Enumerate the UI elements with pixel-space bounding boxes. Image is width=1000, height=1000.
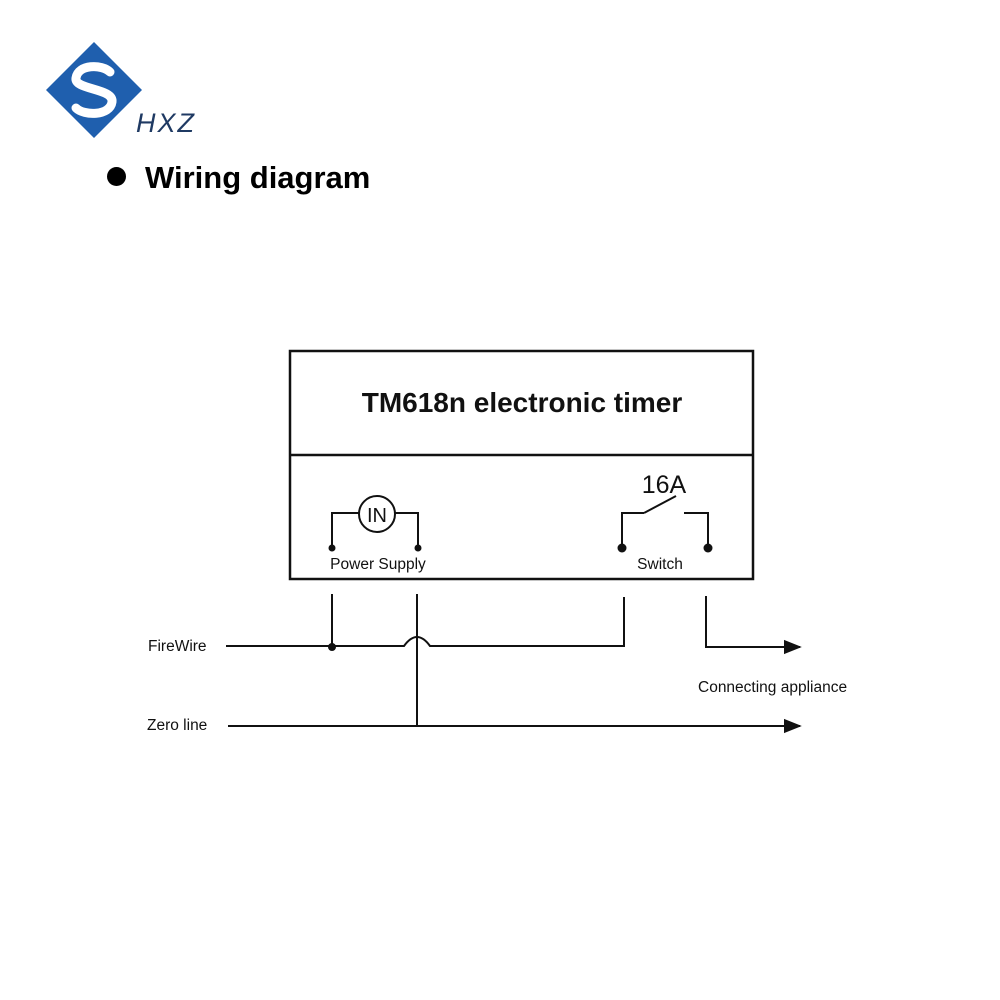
timer-title: TM618n electronic timer (362, 387, 683, 418)
switch-terminal-left (617, 543, 627, 553)
section-title: Wiring diagram (145, 160, 371, 195)
brand-name: HXZ (136, 108, 196, 138)
switch-label: Switch (637, 556, 683, 573)
zero-line-label: Zero line (147, 717, 207, 734)
timer-box (288, 349, 755, 581)
switch-rating: 16A (642, 471, 687, 499)
firewire-line (226, 597, 625, 647)
appliance-line (705, 596, 802, 655)
external-wiring (226, 594, 802, 734)
power-supply-label: Power Supply (330, 556, 426, 573)
switch-terminal-right (703, 543, 713, 553)
bullet-icon (107, 167, 126, 186)
firewire-junction (328, 643, 336, 651)
power-supply-symbol (331, 495, 419, 547)
power-terminal-right (414, 544, 422, 552)
switch-symbol (621, 495, 709, 547)
power-terminal-left (328, 544, 336, 552)
appliance-label: Connecting appliance (698, 679, 847, 696)
hxz-logo-icon (46, 42, 142, 138)
motor-symbol-label: IN (367, 505, 387, 527)
firewire-label: FireWire (148, 638, 207, 655)
